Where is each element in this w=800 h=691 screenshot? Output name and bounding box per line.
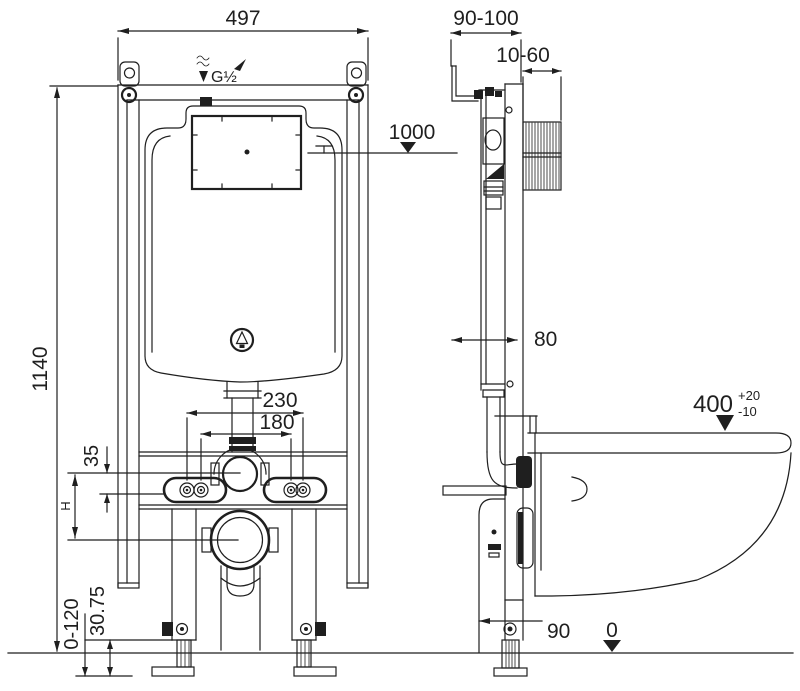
front-view: 497 1140 G½ xyxy=(29,7,458,677)
dim-outlet-height: H xyxy=(58,474,239,541)
foot-plate-left xyxy=(151,666,195,677)
fixing-bolt-slots xyxy=(162,476,328,504)
dim-outlet-height-label: H xyxy=(58,501,73,510)
dim-bolt-inner-label: 180 xyxy=(259,411,294,434)
floor-level-label: 0 xyxy=(606,619,618,642)
bowl-height-label: 400 xyxy=(693,391,733,418)
actuation-level-marker: 1000 xyxy=(307,121,458,154)
bowl-connectors xyxy=(442,456,534,569)
cistern-profile xyxy=(478,89,506,391)
dim-bolt-outer-label: 230 xyxy=(262,389,297,412)
flush-pipe-side xyxy=(482,389,518,489)
dim-foot-adjustment: 0-120 xyxy=(61,598,133,677)
dim-foot-plate-label: 30.75 xyxy=(87,586,109,636)
inlet-fitting xyxy=(210,447,270,493)
foot-plate-right xyxy=(293,666,337,677)
dim-outlet-offset-label: 90 xyxy=(547,620,570,643)
dim-wall-finish-label: 10-60 xyxy=(496,44,550,67)
side-view: 90-100 10-60 xyxy=(442,7,792,677)
mounting-ear-right xyxy=(346,61,367,87)
dim-foot-plate: 30.75 xyxy=(84,586,173,677)
dim-bolt-inner: 180 xyxy=(200,411,295,481)
supply-connection-marker: G½ xyxy=(196,55,246,86)
supply-thread-label: G½ xyxy=(211,69,237,86)
actuation-level-label: 1000 xyxy=(389,121,436,144)
bowl-height-tol-minus: -10 xyxy=(738,404,757,419)
dim-flush-pipe-label: 80 xyxy=(534,328,557,351)
lower-housing xyxy=(478,498,506,653)
bowl-height-marker: 400 +20 -10 xyxy=(693,388,760,431)
mounting-ear-left xyxy=(119,61,140,87)
dim-inlet-offset: 35 xyxy=(67,445,241,513)
support-legs xyxy=(151,508,337,677)
dim-frame-height: 1140 xyxy=(29,85,118,652)
cistern xyxy=(144,97,343,383)
side-leg xyxy=(493,599,528,677)
foot-plate-side xyxy=(493,667,528,677)
wall-section-hatch xyxy=(522,121,562,191)
dim-frame-width: 497 xyxy=(117,7,369,81)
wall-bracket xyxy=(451,65,502,102)
flush-pipe-front xyxy=(223,381,262,453)
bowl-height-tol-plus: +20 xyxy=(738,388,760,403)
washer-left xyxy=(120,86,138,104)
washer-right xyxy=(347,86,365,104)
toilet-bowl xyxy=(494,415,792,597)
dim-bolt-outer: 230 xyxy=(186,389,304,481)
floor-level-marker: 0 xyxy=(603,619,621,652)
dim-outlet-offset: 90 xyxy=(478,618,570,643)
frame-structure xyxy=(117,61,369,589)
dim-frame-depth-label: 90-100 xyxy=(453,7,518,30)
brand-logo-icon xyxy=(229,327,255,353)
dim-flush-pipe: 80 xyxy=(451,328,557,351)
dim-frame-width-label: 497 xyxy=(225,7,260,30)
dim-foot-adjustment-label: 0-120 xyxy=(61,598,83,649)
dim-frame-depth: 90-100 xyxy=(450,7,522,83)
outlet-fitting xyxy=(201,509,279,651)
access-window xyxy=(190,114,303,191)
dim-frame-height-label: 1140 xyxy=(29,346,52,391)
dim-inlet-offset-label: 35 xyxy=(81,445,103,467)
